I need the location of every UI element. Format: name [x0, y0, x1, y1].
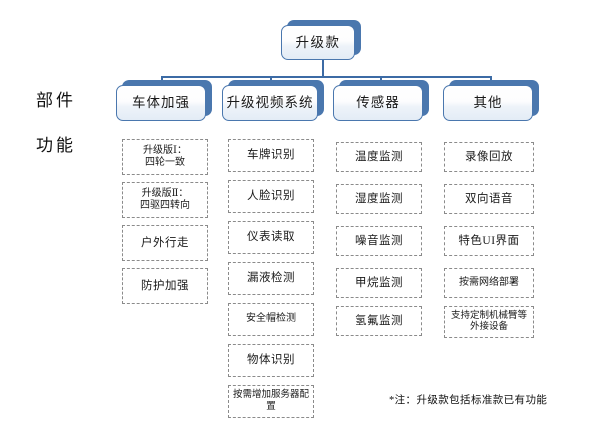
leaf-c1-3-label: 户外行走: [141, 236, 189, 249]
node-category-3-face: 传感器: [333, 85, 423, 121]
leaf-c3-2-label: 湿度监测: [355, 192, 403, 205]
leaf-c4-5-label: 支持定制机械臂等外接设备: [450, 310, 527, 332]
node-category-4[interactable]: 其他: [443, 80, 539, 121]
leaf-c3-3[interactable]: 噪音监测: [336, 226, 422, 256]
row-label-function: 功能: [36, 136, 76, 155]
leaf-c2-3[interactable]: 仪表读取: [228, 221, 314, 254]
node-category-2[interactable]: 升级视频系统: [222, 80, 324, 121]
leaf-c2-6-label: 物体识别: [247, 354, 295, 367]
node-category-4-label: 其他: [473, 95, 503, 111]
leaf-c3-5-label: 氢氟监测: [355, 314, 403, 327]
node-category-2-face: 升级视频系统: [222, 85, 318, 121]
leaf-c2-4[interactable]: 漏液检测: [228, 262, 314, 295]
leaf-c2-7-label: 按需增加服务器配置: [232, 390, 309, 412]
node-category-3-label: 传感器: [356, 95, 400, 111]
leaf-c4-1-label: 录像回放: [465, 150, 513, 163]
leaf-c1-4-label: 防护加强: [141, 279, 189, 292]
node-category-1[interactable]: 车体加强: [116, 80, 212, 121]
leaf-c2-4-label: 漏液检测: [247, 272, 295, 285]
leaf-c3-1[interactable]: 温度监测: [336, 142, 422, 172]
connector-root-drop: [322, 60, 324, 77]
leaf-c3-3-label: 噪音监测: [355, 234, 403, 247]
leaf-c2-7[interactable]: 按需增加服务器配置: [228, 385, 314, 418]
footnote: *注：升级款包括标准款已有功能: [389, 395, 548, 406]
leaf-c4-1[interactable]: 录像回放: [444, 142, 534, 172]
leaf-c3-4[interactable]: 甲烷监测: [336, 268, 422, 298]
leaf-c4-2[interactable]: 双向语音: [444, 184, 534, 214]
node-category-2-label: 升级视频系统: [226, 95, 314, 111]
leaf-c1-1[interactable]: 升级版Ⅰ：四轮一致: [122, 139, 208, 175]
leaf-c4-4-label: 按需网络部署: [459, 276, 519, 288]
leaf-c2-6[interactable]: 物体识别: [228, 344, 314, 377]
leaf-c3-1-label: 温度监测: [355, 150, 403, 163]
leaf-c2-1-label: 车牌识别: [247, 149, 295, 162]
leaf-c4-4[interactable]: 按需网络部署: [444, 268, 534, 298]
leaf-c4-3-label: 特色UI界面: [458, 234, 520, 247]
leaf-c1-3[interactable]: 户外行走: [122, 225, 208, 261]
node-root-label: 升级款: [295, 34, 341, 50]
leaf-c2-5-label: 安全帽检测: [246, 313, 296, 325]
leaf-c4-2-label: 双向语音: [465, 192, 513, 205]
node-category-1-face: 车体加强: [116, 85, 206, 121]
connector-horizontal-bus: [161, 76, 491, 78]
node-category-3[interactable]: 传感器: [333, 80, 429, 121]
leaf-c3-2[interactable]: 湿度监测: [336, 184, 422, 214]
leaf-c1-2-label: 升级版Ⅱ：四驱四转向: [140, 187, 190, 212]
leaf-c2-2-label: 人脸识别: [247, 190, 295, 203]
leaf-c4-5[interactable]: 支持定制机械臂等外接设备: [444, 306, 534, 338]
node-category-4-face: 其他: [443, 85, 533, 121]
node-root[interactable]: 升级款: [281, 20, 361, 60]
leaf-c3-5[interactable]: 氢氟监测: [336, 306, 422, 336]
row-label-component: 部件: [36, 91, 76, 110]
leaf-c2-5[interactable]: 安全帽检测: [228, 303, 314, 336]
leaf-c4-3[interactable]: 特色UI界面: [444, 226, 534, 256]
leaf-c1-4[interactable]: 防护加强: [122, 268, 208, 304]
node-root-face: 升级款: [281, 25, 355, 60]
node-category-1-label: 车体加强: [132, 95, 190, 111]
leaf-c1-1-label: 升级版Ⅰ：四轮一致: [143, 144, 187, 169]
leaf-c1-2[interactable]: 升级版Ⅱ：四驱四转向: [122, 182, 208, 218]
leaf-c3-4-label: 甲烷监测: [355, 276, 403, 289]
leaf-c2-3-label: 仪表读取: [247, 231, 295, 244]
leaf-c2-1[interactable]: 车牌识别: [228, 139, 314, 172]
leaf-c2-2[interactable]: 人脸识别: [228, 180, 314, 213]
